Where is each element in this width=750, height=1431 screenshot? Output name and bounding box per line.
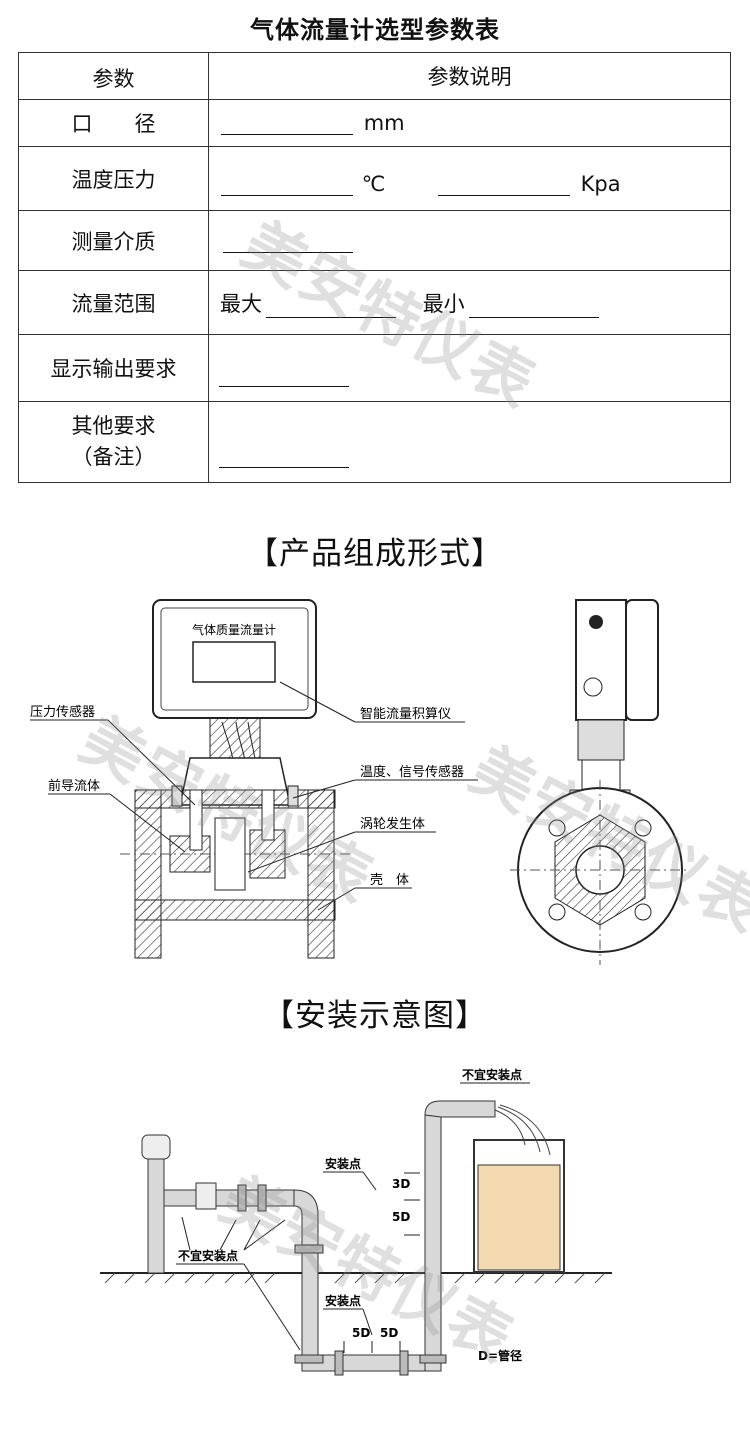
flow-min-blank[interactable] bbox=[468, 297, 599, 318]
row-display-output: 显示输出要求 bbox=[18, 334, 731, 402]
other-cell bbox=[208, 401, 731, 483]
flow-range-cell: 最大 最小 bbox=[208, 270, 731, 335]
display-output-cell bbox=[208, 334, 731, 402]
table-header-row: 参数 参数说明 bbox=[18, 52, 731, 100]
tank bbox=[473, 1104, 565, 1273]
label-install-point-2: 安装点 bbox=[325, 1293, 361, 1308]
label-not-suitable-top: 不宜安装点 bbox=[462, 1067, 522, 1082]
other-blank[interactable] bbox=[219, 447, 349, 468]
flow-min-label: 最小 bbox=[422, 291, 465, 316]
display-output-blank[interactable] bbox=[219, 366, 349, 387]
flow-max-label: 最大 bbox=[220, 291, 262, 316]
product-diagram: 气体质量流量计 压力传感器 智能流量积算仪 前导流体 温度、信号传感器 涡轮发生 bbox=[30, 599, 690, 965]
flow-range-label: 流量范围 bbox=[18, 270, 209, 335]
callouts: 压力传感器 智能流量积算仪 前导流体 温度、信号传感器 涡轮发生体 壳 体 bbox=[30, 681, 478, 911]
diameter-unit: mm bbox=[363, 111, 405, 135]
section-install-title: 【安装示意图】 bbox=[263, 998, 487, 1034]
callout-pressure-sensor: 压力传感器 bbox=[30, 704, 95, 720]
temp-unit: ℃ bbox=[361, 171, 386, 196]
diameter-cell: mm bbox=[208, 99, 731, 147]
diameter-label: 口 径 bbox=[18, 99, 209, 147]
temp-pressure-cell: ℃ Kpa bbox=[208, 146, 731, 211]
page-title: 气体流量计选型参数表 bbox=[250, 16, 500, 44]
label-install-point-1: 安装点 bbox=[325, 1156, 361, 1171]
label-5d-b: 5D bbox=[380, 1326, 398, 1340]
label-5d: 5D bbox=[392, 1210, 410, 1224]
header-param: 参数 bbox=[18, 52, 209, 100]
row-flow-range: 流量范围 最大 最小 bbox=[18, 270, 731, 335]
meter-body bbox=[120, 785, 350, 959]
callout-temp-signal: 温度、信号传感器 bbox=[360, 764, 464, 780]
other-label-line1: 其他要求 bbox=[71, 414, 156, 438]
medium-label: 测量介质 bbox=[18, 210, 209, 271]
side-view bbox=[510, 599, 690, 965]
pressure-unit: Kpa bbox=[580, 171, 621, 196]
temp-blank[interactable] bbox=[221, 175, 353, 196]
medium-blank[interactable] bbox=[223, 232, 353, 253]
callout-integrator: 智能流量积算仪 bbox=[360, 707, 451, 722]
pipe-network bbox=[141, 1100, 496, 1376]
callout-pre-flow: 前导流体 bbox=[48, 778, 100, 794]
other-label-line2: （备注） bbox=[71, 445, 156, 469]
row-diameter: 口 径 mm bbox=[18, 99, 731, 147]
row-other: 其他要求 （备注） bbox=[18, 401, 731, 483]
install-diagram: 不宜安装点 安装点 3D 5D 不宜安装点 安装点 5D 5D D=管径 bbox=[100, 1067, 612, 1376]
label-not-suitable-left: 不宜安装点 bbox=[178, 1248, 238, 1263]
label-5d-a: 5D bbox=[352, 1326, 370, 1340]
section-product-title: 【产品组成形式】 bbox=[247, 536, 503, 572]
flow-max-blank[interactable] bbox=[266, 297, 396, 318]
medium-cell bbox=[208, 210, 731, 271]
callout-shell: 壳 体 bbox=[370, 873, 409, 888]
temp-pressure-label: 温度压力 bbox=[18, 146, 209, 211]
spec-table: 参数 参数说明 口 径 mm 温度压力 ℃ Kpa 测量介质 流量范围 最大 最… bbox=[18, 52, 731, 483]
label-d-note: D=管径 bbox=[478, 1348, 522, 1363]
row-temp-pressure: 温度压力 ℃ Kpa bbox=[18, 146, 731, 211]
pressure-blank[interactable] bbox=[437, 175, 570, 196]
diameter-blank[interactable] bbox=[221, 114, 353, 135]
device-label: 气体质量流量计 bbox=[192, 622, 276, 637]
header-desc: 参数说明 bbox=[208, 52, 731, 100]
display-output-label: 显示输出要求 bbox=[18, 334, 209, 402]
label-3d: 3D bbox=[392, 1177, 410, 1191]
row-medium: 测量介质 bbox=[18, 210, 731, 271]
other-label: 其他要求 （备注） bbox=[18, 401, 209, 483]
integrator-head: 气体质量流量计 bbox=[152, 599, 317, 719]
callout-vortex: 涡轮发生体 bbox=[360, 816, 425, 832]
